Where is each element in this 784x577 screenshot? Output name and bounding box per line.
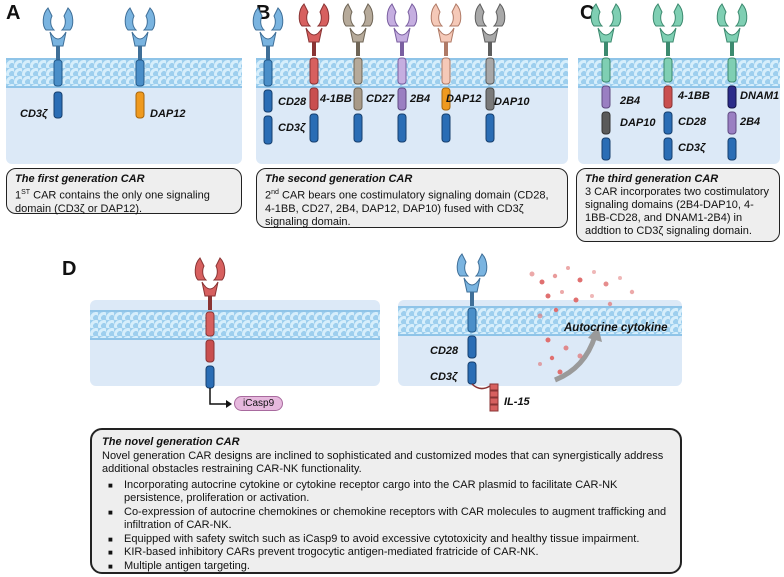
third-generation-box: The third generation CAR 3 CAR incorpora… — [576, 168, 780, 242]
label-cd27-b: CD27 — [366, 93, 395, 105]
autocrine-cytokine-label: Autocrine cytokine — [564, 322, 668, 334]
second-generation-title: The second generation CAR — [265, 173, 413, 185]
membrane-c — [578, 58, 780, 88]
panel-letter-d: D — [62, 258, 77, 280]
label-2b4-c3: 2B4 — [740, 116, 761, 128]
third-generation-title: The third generation CAR — [585, 173, 719, 185]
second-generation-box: The second generation CAR 2nd CAR bears … — [256, 168, 568, 228]
list-item: Incorporating autocrine cytokine or cyto… — [108, 479, 670, 506]
label-dap10-c: DAP10 — [620, 117, 656, 129]
label-2b4-b: 2B4 — [410, 93, 431, 105]
list-item: Equipped with safety switch such as iCas… — [108, 533, 670, 547]
list-item: Multiple antigen targeting. — [108, 560, 670, 574]
car-c-2 — [652, 3, 684, 161]
label-il15-d: IL-15 — [504, 396, 530, 408]
icasp9-label: iCasp9 — [234, 396, 284, 411]
label-cd3z-c: CD3ζ — [678, 142, 706, 154]
label-cd3z-d: CD3ζ — [430, 371, 458, 383]
membrane-d-left — [90, 310, 380, 340]
first-generation-box: The first generation CAR 1ST CAR contain… — [6, 168, 242, 215]
label-cd28-c: CD28 — [678, 116, 707, 128]
label-dnam1-c: DNAM1 — [740, 90, 780, 102]
first-generation-text: 1ST CAR contains the only one signaling … — [15, 189, 210, 215]
label-dap12-b: DAP12 — [446, 93, 482, 105]
membrane-b — [256, 58, 568, 88]
label-cd3z-a: CD3ζ — [20, 108, 48, 120]
label-dap12-a: DAP12 — [150, 108, 186, 120]
car-b-6 — [474, 3, 506, 143]
car-b-4 — [386, 3, 418, 143]
car-c-1 — [590, 3, 622, 161]
label-cd28-d: CD28 — [430, 345, 459, 357]
novel-generation-title: The novel generation CAR — [102, 436, 240, 448]
third-generation-text: 3 CAR incorporates two costimulatory sig… — [585, 186, 770, 237]
membrane-a — [6, 58, 242, 88]
car-a-cd3z — [42, 7, 74, 119]
cytokine-dots — [529, 266, 635, 375]
car-b-3 — [342, 3, 374, 143]
car-a-dap12 — [124, 7, 156, 119]
novel-generation-intro: Novel generation CAR designs are incline… — [102, 449, 664, 476]
label-dap10-b: DAP10 — [494, 96, 530, 108]
car-c-3 — [716, 3, 748, 161]
first-generation-title: The first generation CAR — [15, 173, 145, 185]
label-41bb-c: 4-1BB — [678, 90, 710, 102]
car-d-il15 — [456, 253, 602, 412]
car-b-1 — [252, 7, 284, 145]
car-d-icasp9 — [194, 257, 232, 408]
car-b-5 — [430, 3, 462, 143]
novel-generation-list: Incorporating autocrine cytokine or cyto… — [102, 479, 670, 574]
novel-generation-box: The novel generation CAR Novel generatio… — [90, 428, 682, 574]
second-generation-text: 2nd CAR bears one costimulatory signalin… — [265, 189, 549, 228]
label-cd28-b: CD28 — [278, 96, 307, 108]
list-item: Co-expression of autocrine chemokines or… — [108, 506, 670, 533]
panel-letter-a: A — [6, 2, 21, 24]
list-item: KIR-based inhibitory CARs prevent trogoc… — [108, 546, 670, 560]
label-2b4-c1: 2B4 — [620, 95, 641, 107]
label-41bb-b: 4-1BB — [320, 93, 352, 105]
label-cd3z-b: CD3ζ — [278, 122, 306, 134]
car-b-2 — [298, 3, 330, 143]
membrane-d-right — [398, 306, 682, 336]
